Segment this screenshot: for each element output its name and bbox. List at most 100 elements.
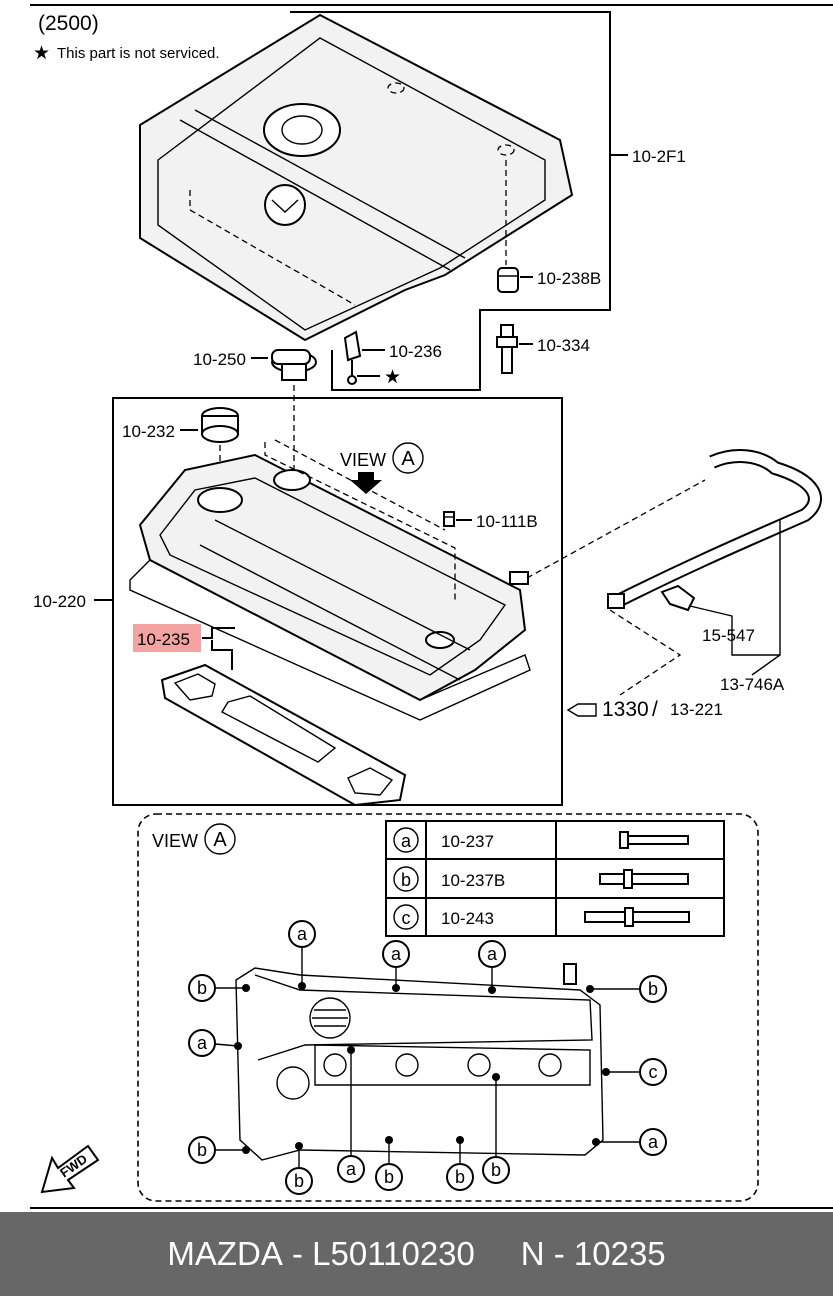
- callout-13: b: [482, 1156, 510, 1184]
- label-10-250: 10-250: [193, 350, 246, 369]
- label-10-236: 10-236: [389, 342, 442, 361]
- callout-letter: b: [384, 1167, 394, 1187]
- gasket-highlight: [133, 624, 201, 652]
- part-number-footer: MAZDA - L50110230 N - 10235: [0, 1212, 833, 1296]
- bolt-letter-a: a: [401, 831, 412, 851]
- cover-stud[interactable]: [496, 324, 518, 374]
- hand-pointer-icon: [566, 703, 597, 717]
- ref-main: 1330: [602, 698, 649, 721]
- view-letter: A: [401, 448, 415, 470]
- engine-cover[interactable]: [139, 13, 574, 342]
- callout-letter: b: [294, 1171, 304, 1191]
- view-a-detail-label: VIEW: [152, 831, 198, 851]
- callout-letter: a: [487, 944, 498, 964]
- label-10-2F1: 10-2F1: [632, 147, 686, 166]
- head-cover-top-view: [235, 963, 604, 1161]
- label-10-238B: 10-238B: [537, 269, 601, 288]
- fwd-arrow-icon: FWD: [40, 1144, 100, 1194]
- hose-clip[interactable]: [660, 584, 696, 612]
- callout-9: b: [285, 1167, 313, 1195]
- callout-letter: c: [649, 1062, 658, 1082]
- head-cover-frame: [112, 397, 563, 806]
- callout-letter: a: [197, 1033, 208, 1053]
- bolt-row-c: c 10-243: [393, 904, 690, 930]
- callout-letter: a: [346, 1159, 357, 1179]
- ref-dash: [609, 609, 682, 696]
- view-dash-1: [264, 442, 456, 600]
- callout-10: b: [375, 1163, 403, 1191]
- star-icon-bolt: ★: [384, 367, 401, 388]
- callout-2: a: [382, 940, 410, 968]
- label-10-232: 10-232: [122, 422, 175, 441]
- callout-1: a: [288, 920, 316, 948]
- bolt-letter-c: c: [402, 908, 411, 928]
- footer-brand: MAZDA: [167, 1235, 283, 1272]
- bolt-row-a: a 10-237: [393, 827, 689, 853]
- bolt-part-c: 10-243: [441, 909, 494, 928]
- view-a-detail-circle: [204, 823, 236, 855]
- cylinder-head-cover[interactable]: [138, 453, 529, 702]
- head-cover-gasket-outline: [129, 559, 531, 721]
- footer-dash: -: [282, 1235, 313, 1272]
- callout-8: c: [639, 1058, 667, 1086]
- callout-4: b: [188, 974, 216, 1002]
- view-a-detail-letter: A: [213, 829, 227, 851]
- hose-dash: [526, 479, 706, 579]
- callout-3: a: [478, 940, 506, 968]
- plug-hole-gasket[interactable]: [160, 663, 407, 807]
- label-10-220: 10-220: [33, 592, 86, 611]
- view-label: VIEW: [340, 450, 386, 470]
- small-plug[interactable]: [443, 511, 455, 527]
- leader-13-746A: [751, 520, 781, 676]
- star-icon: ★: [33, 43, 50, 64]
- footer-n-code: N - 10235: [520, 1235, 666, 1272]
- bolt-part-b: 10-237B: [441, 871, 505, 890]
- ref-sep: /: [652, 698, 658, 721]
- ventilation-hose[interactable]: [607, 449, 822, 609]
- footer-gap: [475, 1235, 521, 1273]
- group-code: (2500): [38, 12, 99, 35]
- callout-6: a: [188, 1029, 216, 1057]
- label-10-111B: 10-111B: [476, 512, 538, 531]
- callout-letter: b: [197, 978, 207, 998]
- callout-letter: b: [197, 1140, 207, 1160]
- not-serviced-note: This part is not serviced.: [57, 45, 220, 62]
- callout-letter: a: [648, 1132, 659, 1152]
- bolt-b-icon: [599, 869, 689, 889]
- view-letter-circle: [392, 442, 424, 474]
- plug-seal[interactable]: [201, 407, 239, 443]
- label-13-746A: 13-746A: [720, 675, 785, 694]
- oil-filler-cap[interactable]: [271, 349, 317, 381]
- callout-letter: a: [297, 924, 308, 944]
- label-10-235: 10-235: [137, 630, 190, 649]
- leader-15-547: [689, 605, 780, 656]
- bolt-table: [385, 820, 725, 937]
- callout-7: b: [188, 1136, 216, 1164]
- callout-letter: b: [455, 1167, 465, 1187]
- bolt-row-b: b 10-237B: [393, 866, 689, 892]
- cover-bracket[interactable]: [343, 330, 362, 385]
- view-a-detail-frame: [137, 813, 759, 1202]
- bolt-a-icon: [619, 831, 689, 849]
- bolt-markers: [234, 982, 610, 1154]
- ref-sub: 13-221: [670, 700, 723, 719]
- leader-10-235-a: [202, 627, 235, 639]
- label-15-547: 15-547: [702, 626, 755, 645]
- leader-10-235-b: [211, 640, 233, 670]
- footer-part-number: L50110230: [312, 1235, 475, 1272]
- engine-cover-frame: [290, 11, 611, 391]
- bolt-c-icon: [584, 907, 690, 927]
- view-arrow-icon: [350, 472, 382, 494]
- bolt-letter-b: b: [401, 870, 411, 890]
- callout-14: a: [639, 1128, 667, 1156]
- callout-12: b: [446, 1163, 474, 1191]
- label-10-334: 10-334: [537, 336, 590, 355]
- callout-letter: a: [391, 944, 402, 964]
- cover-grommet[interactable]: [497, 160, 519, 293]
- bolt-part-a: 10-237: [441, 832, 494, 851]
- callout-5: b: [639, 975, 667, 1003]
- callout-11: a: [337, 1155, 365, 1183]
- callout-letter: b: [491, 1160, 501, 1180]
- callout-letter: b: [648, 979, 658, 999]
